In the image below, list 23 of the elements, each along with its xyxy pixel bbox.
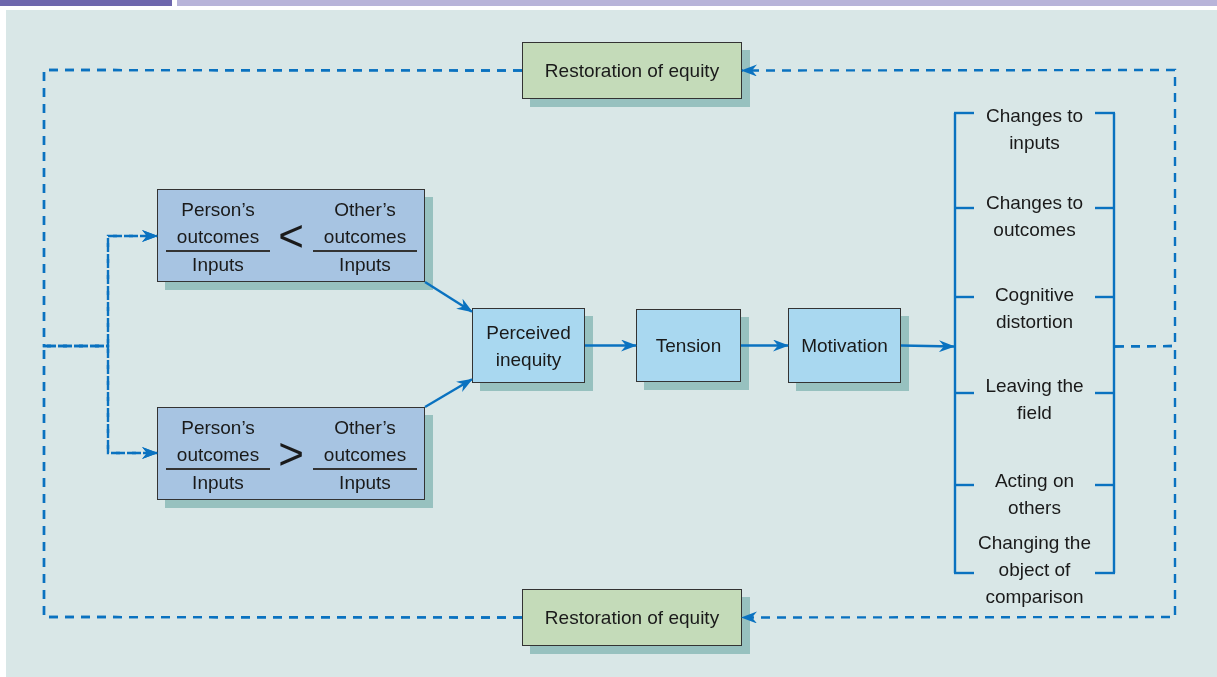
response-option: Changes to inputs [972,102,1097,156]
arrow [424,378,473,409]
ratio-denominator: Inputs [191,253,245,277]
comparison-sign: > [277,432,305,476]
response-option: Changes to outcomes [972,189,1097,243]
arrow [585,339,637,352]
response-option: Leaving the field [972,372,1097,426]
ratio-denominator: Inputs [338,471,392,495]
response-option: Acting on others [972,467,1097,521]
ratio-denominator: Inputs [338,253,392,277]
response-option: Cognitive distortion [972,281,1097,335]
arrow [741,344,1177,624]
arrow [424,281,473,313]
ratio-denominator: Inputs [191,471,245,495]
arrow [42,344,522,619]
ratio-numerator: Other’s outcomes [313,196,417,252]
arrow [741,339,789,352]
ratio-numerator: Other’s outcomes [313,414,417,470]
ratio-numerator: Person’s outcomes [166,414,270,470]
comparison-sign: < [277,214,305,258]
arrow [900,340,955,353]
ratio-numerator: Person’s outcomes [166,196,270,252]
response-option: Changing the object of comparison [972,529,1097,610]
